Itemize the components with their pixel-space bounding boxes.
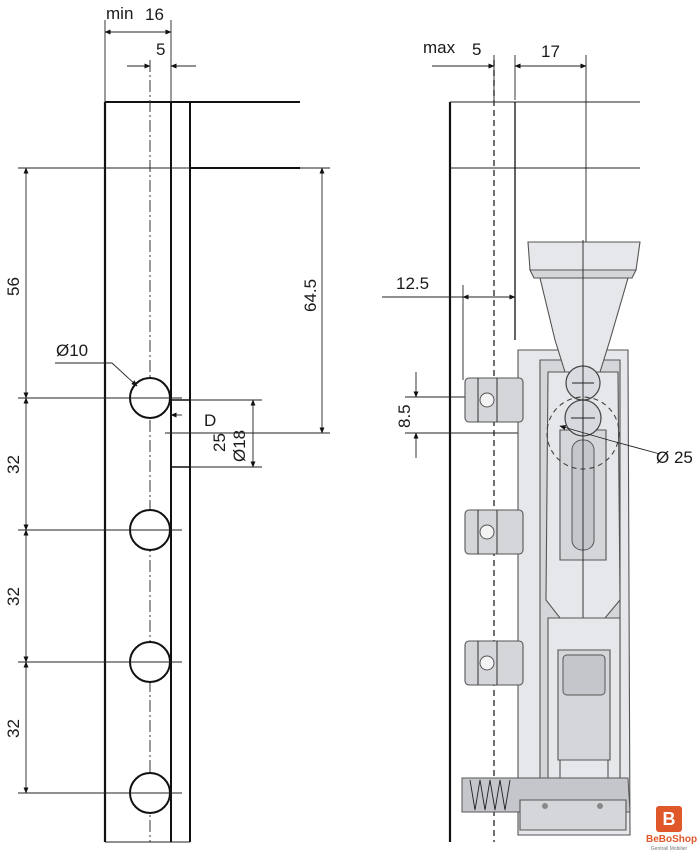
bebo-shop-logo: B BeBoShop Gentrail Mobilier bbox=[646, 806, 698, 856]
left-dim-dia-18: Ø18 bbox=[230, 430, 249, 462]
left-dim-64-5-group: 64.5 bbox=[190, 167, 330, 434]
logo-mark: B bbox=[656, 806, 682, 832]
left-dim-32-b: 32 bbox=[4, 587, 23, 606]
hinge-mechanism bbox=[461, 240, 641, 836]
right-dim-12-5: 12.5 bbox=[396, 274, 429, 293]
left-dim-16: 16 bbox=[145, 5, 164, 24]
hinge-top-cap bbox=[527, 241, 641, 271]
logo-name: BeBoShop bbox=[646, 834, 698, 845]
dowel-1 bbox=[464, 377, 524, 423]
left-hole-dia-leader: Ø10 bbox=[55, 341, 138, 387]
left-dim-depth-25: 25 bbox=[210, 433, 229, 452]
left-dim-min-label: min bbox=[106, 4, 133, 23]
logo-subtitle: Gentrail Mobilier bbox=[650, 846, 688, 852]
left-dim-32-c: 32 bbox=[4, 719, 23, 738]
right-side-panel bbox=[448, 101, 640, 842]
dowel-2 bbox=[464, 509, 524, 555]
right-dim-8-5: 8.5 bbox=[395, 404, 414, 428]
right-dim-12-5-group: 12.5 bbox=[382, 274, 516, 380]
right-dim-5: 5 bbox=[472, 40, 481, 59]
left-top-dimensions: min 16 5 bbox=[104, 4, 196, 102]
left-dim-64-5: 64.5 bbox=[301, 279, 320, 312]
left-holes bbox=[118, 377, 182, 814]
left-bore-detail: D 25 Ø18 bbox=[165, 399, 262, 468]
right-view: max 5 17 12.5 8.5 bbox=[382, 38, 693, 842]
dowel-3 bbox=[464, 640, 524, 686]
right-dia-25-leader: Ø 25 bbox=[559, 425, 693, 467]
left-view: min 16 5 56 32 32 32 64.5 bbox=[4, 4, 330, 843]
right-dim-max-label: max bbox=[423, 38, 456, 57]
left-vertical-dimensions: 56 32 32 32 bbox=[4, 167, 190, 794]
left-side-panel bbox=[103, 101, 300, 843]
left-dim-5: 5 bbox=[156, 40, 165, 59]
right-dim-dia-25: Ø 25 bbox=[656, 448, 693, 467]
right-dim-17: 17 bbox=[541, 42, 560, 61]
left-dim-hole-dia: Ø10 bbox=[56, 341, 88, 360]
left-dim-depth-label: D bbox=[204, 411, 216, 430]
left-dim-32-a: 32 bbox=[4, 455, 23, 474]
left-dim-56: 56 bbox=[4, 277, 23, 296]
hinge-dowels bbox=[464, 377, 524, 686]
